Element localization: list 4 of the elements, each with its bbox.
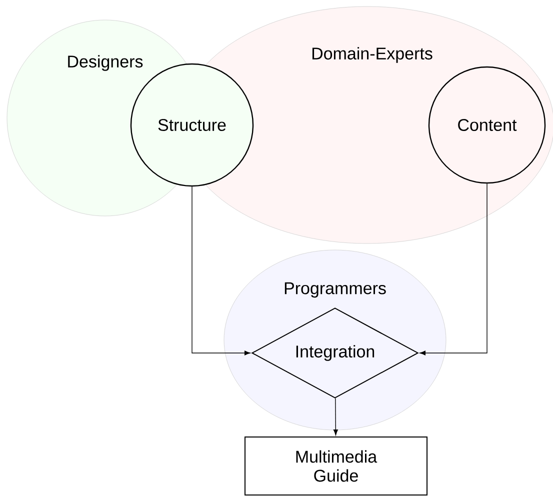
output-box: Multimedia Guide: [244, 436, 428, 496]
arrow: [333, 398, 338, 436]
arrow: [420, 183, 488, 356]
arrow: [192, 186, 250, 356]
